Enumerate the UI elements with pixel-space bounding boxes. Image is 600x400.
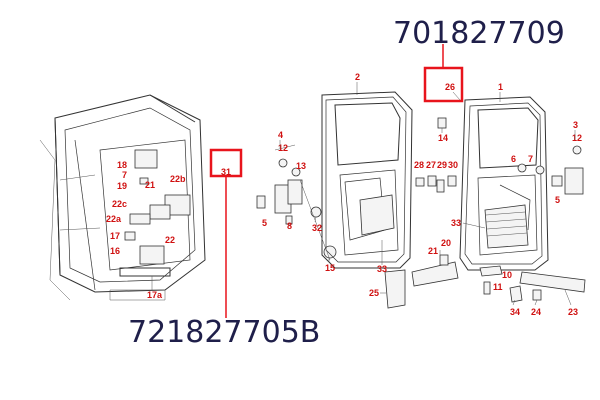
bracket-5 (256, 195, 266, 209)
van-rear-body (39, 94, 206, 301)
callout-23: 23 (568, 307, 578, 317)
part-number-top: 701827709 (393, 16, 565, 51)
callout-22c: 22c (112, 199, 127, 209)
callout-27: 27 (426, 160, 436, 170)
callout-25: 25 (369, 288, 379, 298)
bolt-8 (285, 215, 293, 225)
body-hinge-parts (119, 149, 191, 277)
cap-15 (323, 245, 337, 259)
nut-32 (310, 206, 322, 218)
trim-23 (519, 271, 586, 293)
callout-34: 34 (510, 307, 520, 317)
callout-leader-lines (151, 82, 576, 306)
screw-6 (517, 163, 527, 173)
callout-7b: 7 (528, 154, 533, 164)
hinge-block (149, 204, 171, 220)
callout-22: 22 (165, 235, 175, 245)
callout-31: 31 (221, 167, 231, 177)
callout-3: 3 (573, 120, 578, 130)
part-28 (415, 177, 425, 187)
hinge-half-2 (287, 179, 303, 205)
callout-4: 4 (278, 130, 283, 140)
callout-14: 14 (438, 133, 448, 143)
handle-20 (411, 261, 459, 287)
callout-33: 33 (377, 264, 387, 274)
handle-parts (384, 254, 586, 309)
callout-21: 21 (145, 180, 155, 190)
part-27 (427, 175, 437, 187)
screw-17 (124, 231, 136, 241)
callout-7: 7 (122, 170, 127, 180)
lower-hinge-16 (139, 245, 165, 265)
callout-26: 26 (445, 82, 455, 92)
callout-32: 32 (312, 223, 322, 233)
callout-18: 18 (117, 160, 127, 170)
callout-20: 20 (441, 238, 451, 248)
callout-17: 17 (110, 231, 120, 241)
pin-12 (278, 158, 288, 168)
callout-10: 10 (502, 270, 512, 280)
callout-28: 28 (414, 160, 424, 170)
upper-hinge-plate (134, 149, 158, 169)
callout-5: 5 (262, 218, 267, 228)
callout-29: 29 (437, 160, 447, 170)
callout-21b: 21 (428, 246, 438, 256)
callout-12b: 12 (572, 133, 582, 143)
callout-8: 8 (287, 221, 292, 231)
callout-24: 24 (531, 307, 541, 317)
latch-34 (509, 285, 523, 303)
screw-7 (535, 165, 545, 175)
part-number-bottom: 721827705B (128, 315, 320, 350)
callout-2: 2 (355, 72, 360, 82)
screw-21b (439, 254, 449, 266)
callout-6: 6 (511, 154, 516, 164)
callout-11: 11 (493, 282, 503, 292)
callout-15: 15 (325, 263, 335, 273)
right-rear-door (459, 96, 549, 271)
middle-hinge-group (256, 144, 337, 259)
callout-22b: 22b (170, 174, 186, 184)
callout-30: 30 (448, 160, 458, 170)
callout-5b: 5 (555, 195, 560, 205)
right-door-window (477, 107, 539, 169)
part-30 (447, 175, 457, 187)
callout-13: 13 (296, 161, 306, 171)
left-door-window (334, 102, 401, 166)
latch-hardware (415, 117, 457, 193)
callout-16: 16 (110, 246, 120, 256)
pin-12b (572, 145, 582, 155)
callout-1: 1 (498, 82, 503, 92)
callout-22a: 22a (106, 214, 122, 224)
callout-17a: 17a (147, 290, 163, 300)
pin-22a (129, 213, 151, 225)
callout-12: 12 (278, 143, 288, 153)
screw-24 (532, 289, 542, 301)
bolt-11 (483, 281, 491, 295)
callout-19: 19 (117, 181, 127, 191)
striker-14 (437, 117, 447, 129)
hinge-3 (564, 167, 584, 195)
rod-10 (479, 265, 503, 277)
part-29 (436, 179, 445, 193)
screw-19 (139, 177, 149, 185)
left-door-latch (359, 194, 395, 236)
right-hinge-group (517, 145, 584, 195)
right-door-panel (484, 204, 529, 249)
left-rear-door (299, 91, 413, 269)
cover-25 (384, 269, 406, 309)
bracket-5b (551, 175, 563, 187)
washer-13 (291, 167, 301, 177)
sill-17a (119, 267, 171, 277)
callout-33b: 33 (451, 218, 461, 228)
